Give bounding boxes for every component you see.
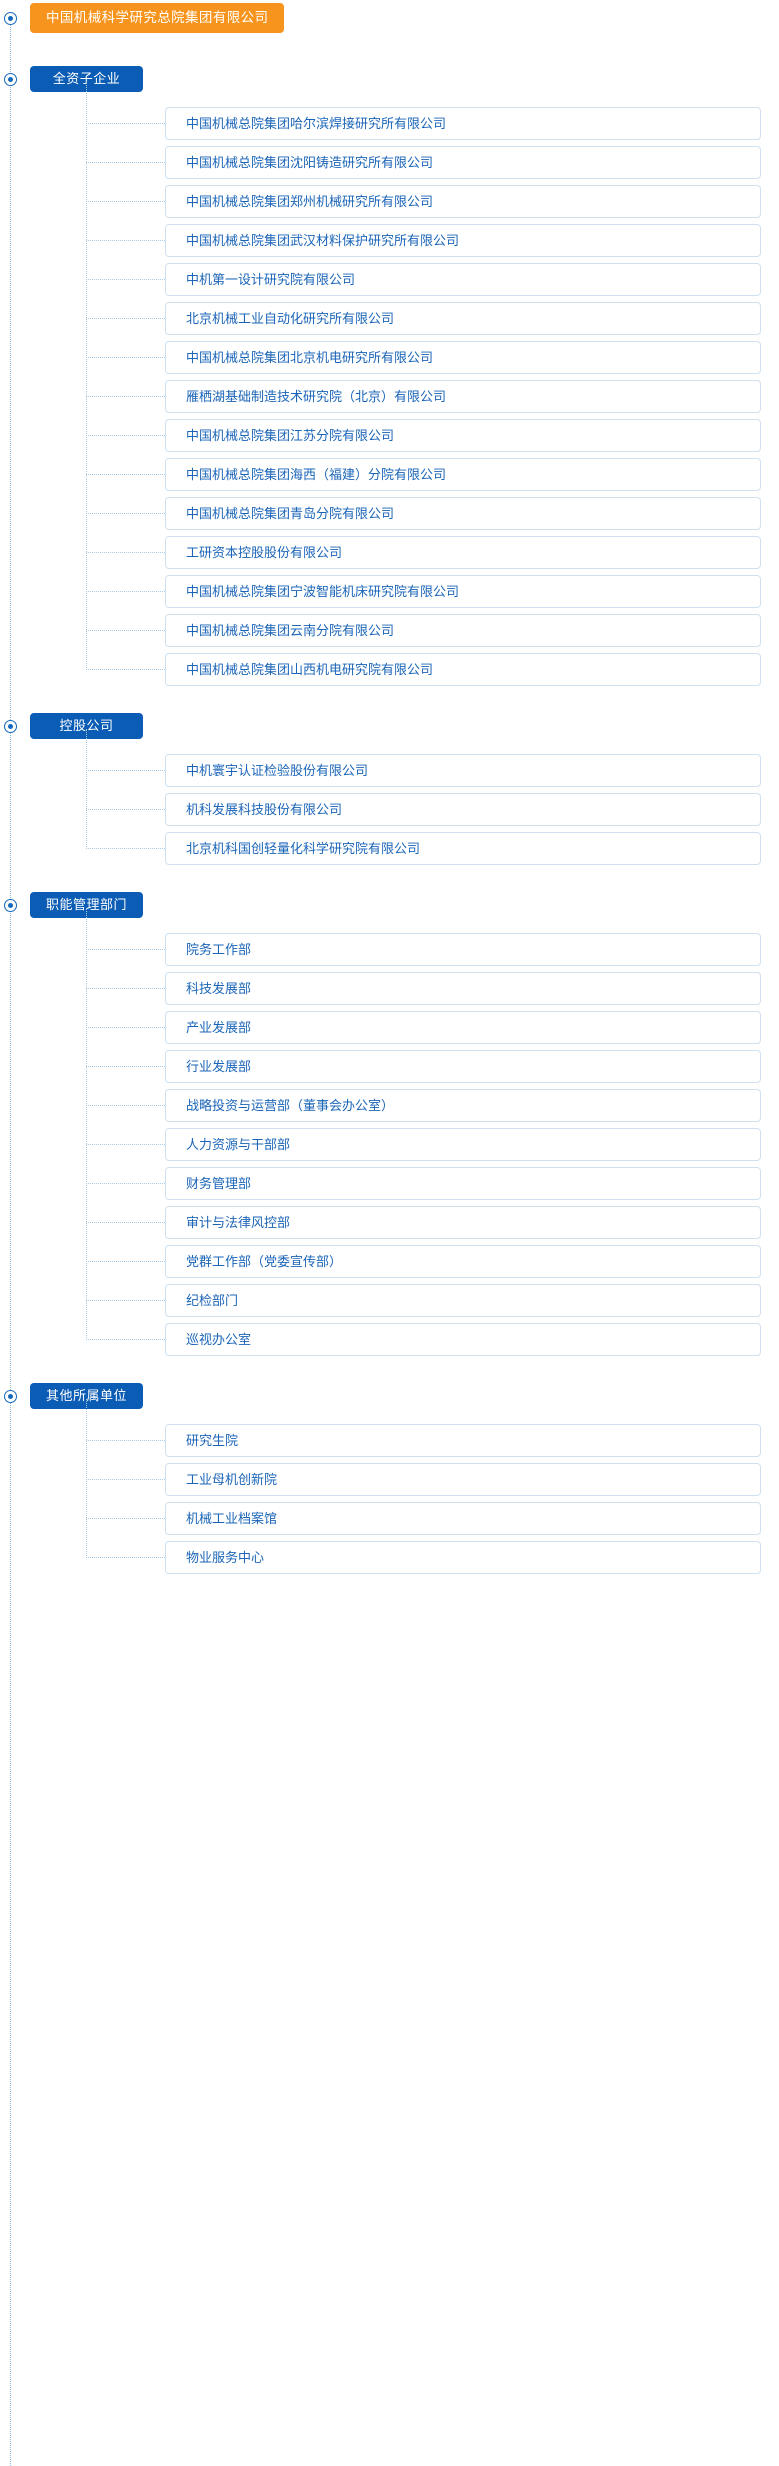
org-unit-item[interactable]: 中国机械总院集团沈阳铸造研究所有限公司: [165, 146, 761, 179]
org-unit-item[interactable]: 党群工作部（党委宣传部）: [165, 1245, 761, 1278]
org-unit-item[interactable]: 中国机械总院集团哈尔滨焊接研究所有限公司: [165, 107, 761, 140]
list-item: 机械工业档案馆: [0, 1499, 779, 1538]
section-badge-2[interactable]: 职能管理部门: [30, 892, 143, 918]
list-item: 纪检部门: [0, 1281, 779, 1320]
section-header: 全资子企业: [0, 58, 779, 104]
section-node-dot-icon: [4, 1390, 17, 1403]
list-item: 物业服务中心: [0, 1538, 779, 1577]
list-item: 中国机械总院集团沈阳铸造研究所有限公司: [0, 143, 779, 182]
org-unit-item[interactable]: 中国机械总院集团郑州机械研究所有限公司: [165, 185, 761, 218]
org-unit-item[interactable]: 机械工业档案馆: [165, 1502, 761, 1535]
org-unit-item[interactable]: 工研资本控股股份有限公司: [165, 536, 761, 569]
list-item: 研究生院: [0, 1421, 779, 1460]
org-unit-item[interactable]: 中国机械总院集团宁波智能机床研究院有限公司: [165, 575, 761, 608]
list-item: 战略投资与运营部（董事会办公室）: [0, 1086, 779, 1125]
org-unit-item[interactable]: 中机寰宇认证检验股份有限公司: [165, 754, 761, 787]
section-node-dot-icon: [4, 73, 17, 86]
org-unit-item[interactable]: 中国机械总院集团青岛分院有限公司: [165, 497, 761, 530]
org-unit-item[interactable]: 科技发展部: [165, 972, 761, 1005]
list-item: 科技发展部: [0, 969, 779, 1008]
list-item: 产业发展部: [0, 1008, 779, 1047]
list-item: 中国机械总院集团郑州机械研究所有限公司: [0, 182, 779, 221]
org-chart-spine: [10, 20, 11, 2466]
list-item: 中国机械总院集团江苏分院有限公司: [0, 416, 779, 455]
org-section: 控股公司中机寰宇认证检验股份有限公司机科发展科技股份有限公司北京机科国创轻量化科…: [0, 705, 779, 868]
section-node-dot-icon: [4, 720, 17, 733]
list-item: 行业发展部: [0, 1047, 779, 1086]
list-item: 工业母机创新院: [0, 1460, 779, 1499]
root-node-dot-icon: [4, 12, 17, 25]
spacer: [0, 868, 779, 884]
org-unit-item[interactable]: 工业母机创新院: [165, 1463, 761, 1496]
section-header: 职能管理部门: [0, 884, 779, 930]
org-unit-item[interactable]: 纪检部门: [165, 1284, 761, 1317]
org-unit-item[interactable]: 行业发展部: [165, 1050, 761, 1083]
org-unit-item[interactable]: 中国机械总院集团山西机电研究院有限公司: [165, 653, 761, 686]
list-item: 工研资本控股股份有限公司: [0, 533, 779, 572]
list-item: 审计与法律风控部: [0, 1203, 779, 1242]
list-item: 中机寰宇认证检验股份有限公司: [0, 751, 779, 790]
list-item: 巡视办公室: [0, 1320, 779, 1359]
org-unit-item[interactable]: 机科发展科技股份有限公司: [165, 793, 761, 826]
spacer: [0, 689, 779, 705]
spacer: [0, 42, 779, 58]
org-chart: 中国机械科学研究总院集团有限公司全资子企业中国机械总院集团哈尔滨焊接研究所有限公…: [0, 0, 779, 1593]
list-item: 机科发展科技股份有限公司: [0, 790, 779, 829]
list-item: 中机第一设计研究院有限公司: [0, 260, 779, 299]
spacer: [0, 1359, 779, 1375]
org-unit-item[interactable]: 北京机械工业自动化研究所有限公司: [165, 302, 761, 335]
org-section: 其他所属单位研究生院工业母机创新院机械工业档案馆物业服务中心: [0, 1375, 779, 1577]
root-node-row: 中国机械科学研究总院集团有限公司: [0, 0, 779, 42]
list-item: 雁栖湖基础制造技术研究院（北京）有限公司: [0, 377, 779, 416]
org-unit-item[interactable]: 中国机械总院集团武汉材料保护研究所有限公司: [165, 224, 761, 257]
org-unit-item[interactable]: 中国机械总院集团海西（福建）分院有限公司: [165, 458, 761, 491]
list-item: 北京机科国创轻量化科学研究院有限公司: [0, 829, 779, 868]
org-unit-item[interactable]: 院务工作部: [165, 933, 761, 966]
list-item: 党群工作部（党委宣传部）: [0, 1242, 779, 1281]
section-header: 控股公司: [0, 705, 779, 751]
list-item: 中国机械总院集团武汉材料保护研究所有限公司: [0, 221, 779, 260]
org-unit-item[interactable]: 中国机械总院集团北京机电研究所有限公司: [165, 341, 761, 374]
org-unit-item[interactable]: 北京机科国创轻量化科学研究院有限公司: [165, 832, 761, 865]
org-unit-item[interactable]: 财务管理部: [165, 1167, 761, 1200]
org-unit-item[interactable]: 审计与法律风控部: [165, 1206, 761, 1239]
spacer: [0, 1577, 779, 1593]
org-unit-item[interactable]: 战略投资与运营部（董事会办公室）: [165, 1089, 761, 1122]
org-unit-item[interactable]: 中国机械总院集团云南分院有限公司: [165, 614, 761, 647]
org-unit-item[interactable]: 人力资源与干部部: [165, 1128, 761, 1161]
section-children-list: 院务工作部科技发展部产业发展部行业发展部战略投资与运营部（董事会办公室） 人力资源…: [0, 908, 779, 1359]
org-section: 全资子企业中国机械总院集团哈尔滨焊接研究所有限公司中国机械总院集团沈阳铸造研究所…: [0, 58, 779, 689]
list-item: 院务工作部: [0, 930, 779, 969]
list-item: 中国机械总院集团云南分院有限公司: [0, 611, 779, 650]
section-children-list: 中国机械总院集团哈尔滨焊接研究所有限公司中国机械总院集团沈阳铸造研究所有限公司中…: [0, 82, 779, 689]
section-header: 其他所属单位: [0, 1375, 779, 1421]
list-item: 中国机械总院集团北京机电研究所有限公司: [0, 338, 779, 377]
list-item: 中国机械总院集团海西（福建）分院有限公司: [0, 455, 779, 494]
org-section: 职能管理部门院务工作部科技发展部产业发展部行业发展部战略投资与运营部（董事会办公…: [0, 884, 779, 1359]
list-item: 中国机械总院集团山西机电研究院有限公司: [0, 650, 779, 689]
list-item: 财务管理部: [0, 1164, 779, 1203]
org-unit-item[interactable]: 雁栖湖基础制造技术研究院（北京）有限公司: [165, 380, 761, 413]
root-company-badge[interactable]: 中国机械科学研究总院集团有限公司: [30, 3, 285, 33]
org-unit-item[interactable]: 巡视办公室: [165, 1323, 761, 1356]
org-unit-item[interactable]: 产业发展部: [165, 1011, 761, 1044]
list-item: 中国机械总院集团宁波智能机床研究院有限公司: [0, 572, 779, 611]
org-unit-item[interactable]: 中机第一设计研究院有限公司: [165, 263, 761, 296]
section-node-dot-icon: [4, 899, 17, 912]
list-item: 北京机械工业自动化研究所有限公司: [0, 299, 779, 338]
section-children-list: 中机寰宇认证检验股份有限公司机科发展科技股份有限公司北京机科国创轻量化科学研究院…: [0, 729, 779, 868]
list-item: 中国机械总院集团青岛分院有限公司: [0, 494, 779, 533]
org-unit-item[interactable]: 研究生院: [165, 1424, 761, 1457]
list-item: 中国机械总院集团哈尔滨焊接研究所有限公司: [0, 104, 779, 143]
list-item: 人力资源与干部部: [0, 1125, 779, 1164]
org-unit-item[interactable]: 中国机械总院集团江苏分院有限公司: [165, 419, 761, 452]
org-unit-item[interactable]: 物业服务中心: [165, 1541, 761, 1574]
section-children-list: 研究生院工业母机创新院机械工业档案馆物业服务中心: [0, 1399, 779, 1577]
